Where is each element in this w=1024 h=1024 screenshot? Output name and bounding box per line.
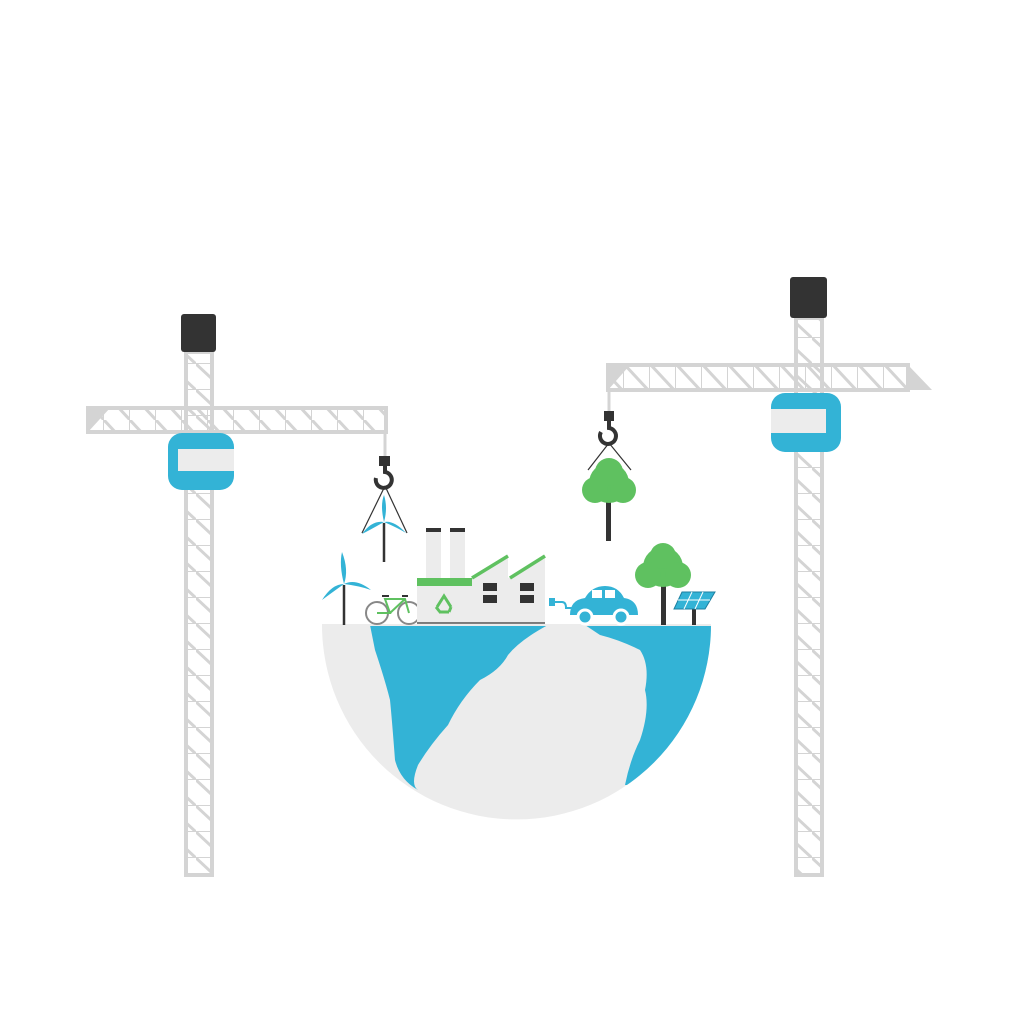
hanging-tree-icon <box>582 442 636 541</box>
recycle-icon <box>434 593 453 614</box>
hanging-wind-turbine-icon <box>361 485 408 562</box>
crane-right <box>582 277 932 877</box>
hook-icon <box>373 456 394 490</box>
factory-icon <box>417 528 546 624</box>
hook-icon <box>597 411 618 446</box>
solar-panel-icon <box>673 591 716 625</box>
bicycle-icon <box>365 595 421 625</box>
crane-left <box>86 314 408 877</box>
crane-right-top-block <box>790 277 827 318</box>
crane-left-top-block <box>181 314 216 352</box>
tree-icon <box>635 543 691 625</box>
crane-right-jib <box>606 363 910 392</box>
globe <box>322 624 711 820</box>
crane-left-jib <box>86 406 388 434</box>
wind-turbine-icon <box>322 552 371 625</box>
continent-south-america <box>370 625 548 790</box>
electric-car-icon <box>549 586 638 626</box>
